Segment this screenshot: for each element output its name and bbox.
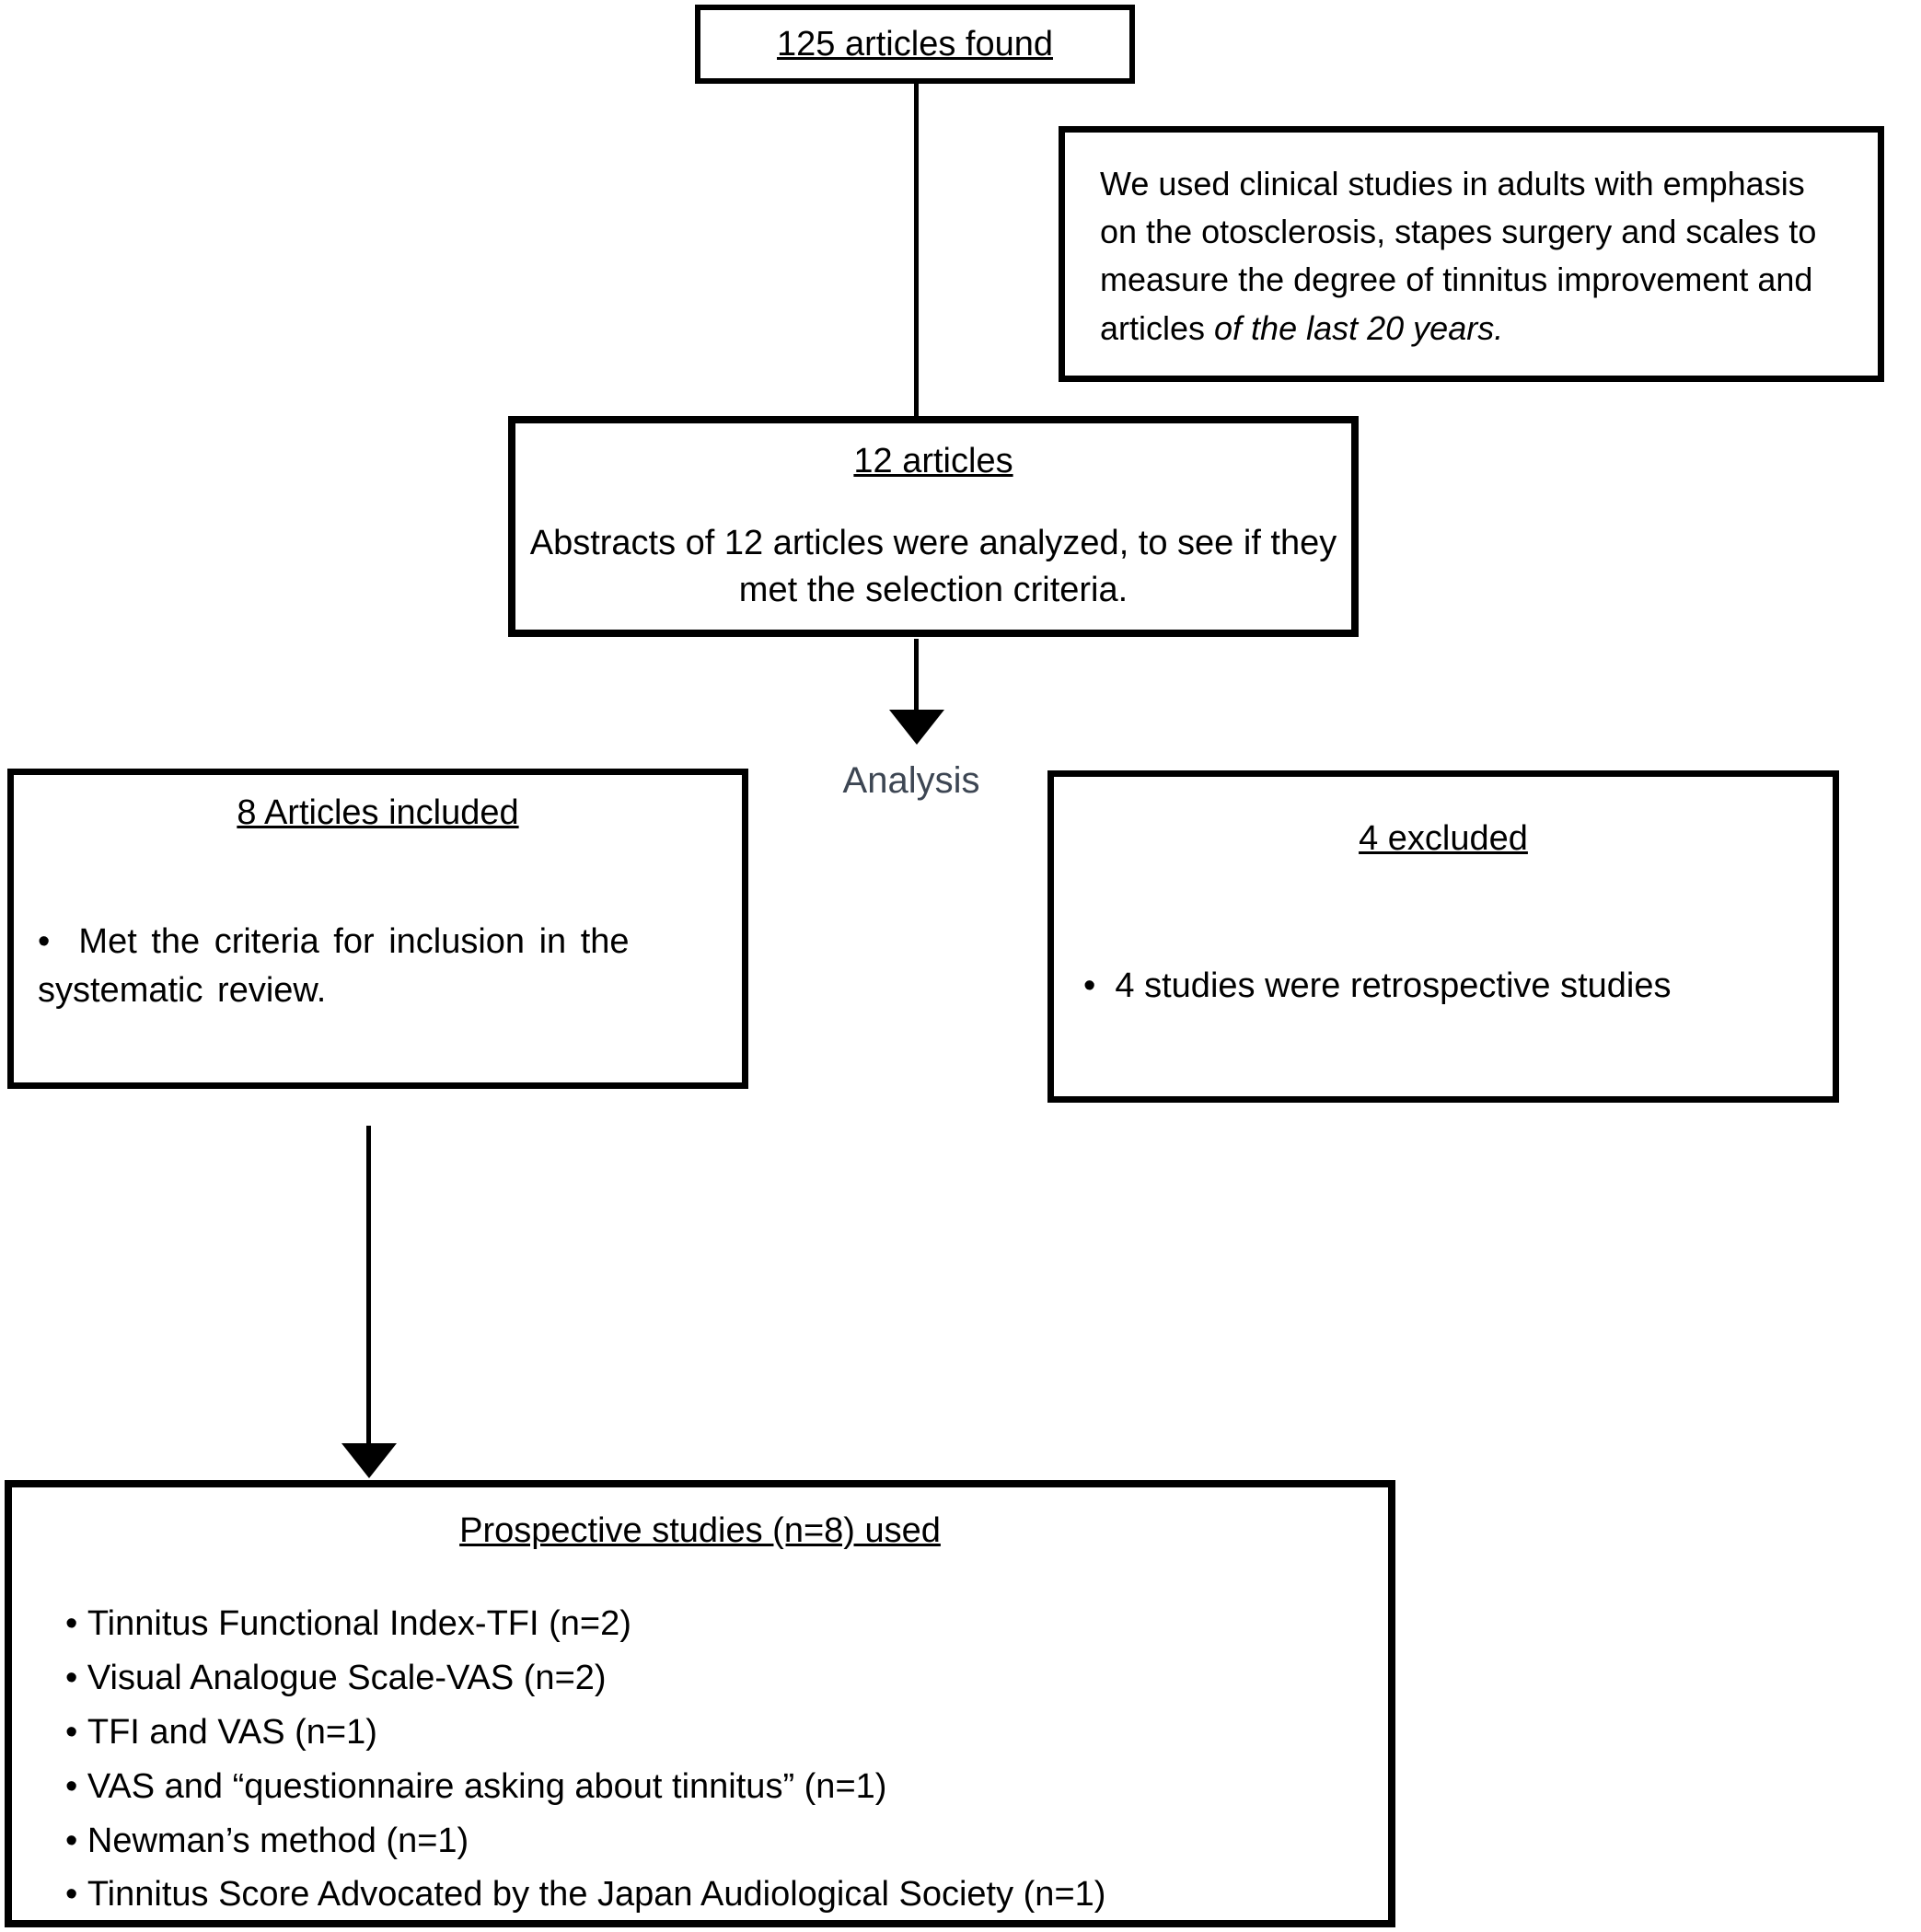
connector-line-found-to-abstracts <box>914 84 919 416</box>
criteria-note-text-italic: of the last 20 years. <box>1214 308 1504 347</box>
articles-found-title: 125 articles found <box>777 24 1053 64</box>
criteria-note-text: We used clinical studies in adults with … <box>1100 165 1817 347</box>
prospective-box-title: Prospective studies (n=8) used <box>459 1511 941 1550</box>
list-item: VAS and “questionnaire asking about tinn… <box>65 1760 1370 1814</box>
abstracts-box-body: Abstracts of 12 articles were analyzed, … <box>529 524 1337 610</box>
prospective-bullet-list: Tinnitus Functional Index-TFI (n=2) Visu… <box>12 1597 1388 1922</box>
included-box-bullet: Met the criteria for inclusion in the sy… <box>38 918 720 1015</box>
list-item: Visual Analogue Scale-VAS (n=2) <box>65 1651 1370 1706</box>
excluded-box-title: 4 excluded <box>1359 819 1528 858</box>
arrow-down-icon <box>341 1443 397 1478</box>
included-box-title: 8 Articles included <box>237 793 519 832</box>
list-item: TFI and VAS (n=1) <box>65 1706 1370 1760</box>
connector-line-included-to-prospective <box>366 1126 371 1446</box>
analysis-label: Analysis <box>842 760 980 801</box>
prospective-box: Prospective studies (n=8) used Tinnitus … <box>5 1480 1395 1927</box>
list-item: Tinnitus Score Advocated by the Japan Au… <box>65 1868 1370 1922</box>
excluded-box: 4 excluded 4 studies were retrospective … <box>1047 770 1839 1103</box>
criteria-note-box: We used clinical studies in adults with … <box>1059 126 1884 382</box>
articles-found-box: 125 articles found <box>695 5 1135 84</box>
abstracts-box: 12 articles Abstracts of 12 articles wer… <box>508 416 1359 637</box>
abstracts-box-title: 12 articles <box>853 442 1013 480</box>
excluded-box-bullet: 4 studies were retrospective studies <box>1083 962 1814 1011</box>
arrow-down-icon <box>889 710 944 745</box>
list-item: Newman’s method (n=1) <box>65 1814 1370 1868</box>
list-item: Tinnitus Functional Index-TFI (n=2) <box>65 1597 1370 1651</box>
connector-line-abstracts-to-analysis <box>914 639 919 712</box>
included-box: 8 Articles included Met the criteria for… <box>7 769 748 1089</box>
